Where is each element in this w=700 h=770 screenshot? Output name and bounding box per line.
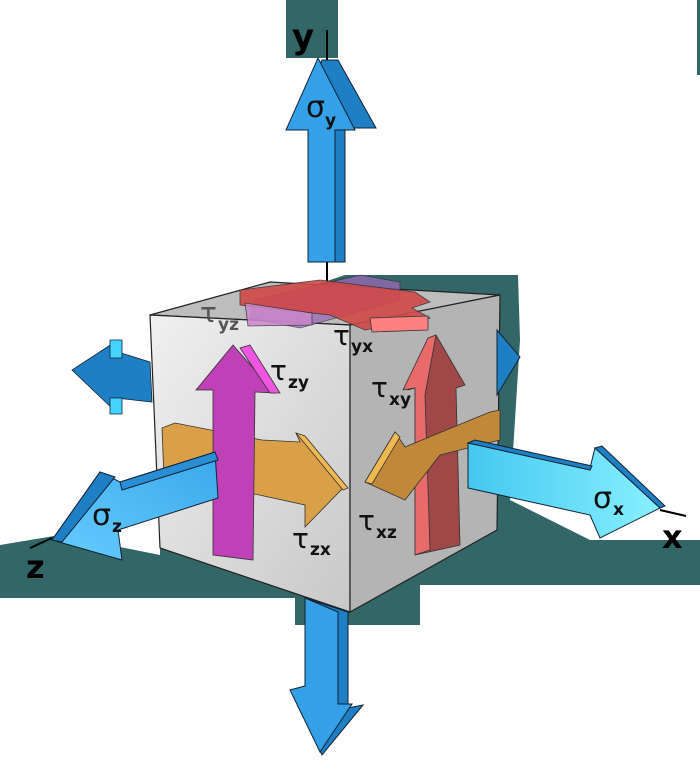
svg-text:y: y: [325, 111, 336, 131]
sigma-y-down-arrow: [289, 597, 365, 756]
sigma-x-label: σ x: [593, 481, 624, 520]
svg-text:τ: τ: [371, 371, 388, 404]
svg-text:τ: τ: [292, 522, 309, 555]
tau-yz-arrow: [244, 302, 313, 327]
z-axis-line: [29, 537, 53, 549]
tau-top-arrows: [239, 274, 432, 333]
svg-text:zy: zy: [288, 373, 309, 393]
svg-text:τ: τ: [358, 504, 375, 537]
axis-label-x: x: [662, 518, 683, 556]
tau-yx-label: τ yx: [333, 319, 373, 357]
svg-text:x: x: [613, 500, 624, 520]
svg-text:xz: xz: [376, 523, 397, 543]
svg-text:σ: σ: [92, 498, 111, 533]
svg-text:σ: σ: [593, 481, 612, 516]
svg-text:yx: yx: [351, 337, 373, 357]
sigma-x-arrow: [466, 439, 666, 539]
svg-text:z: z: [112, 517, 122, 537]
axis-label-y: y: [292, 17, 314, 57]
sigma-x-back-arrow-tip: [496, 328, 521, 397]
tau-zy-label: τ zy: [270, 354, 309, 393]
sigma-y-label: σ y: [306, 90, 336, 131]
svg-text:τ: τ: [200, 296, 217, 329]
svg-text:σ: σ: [306, 90, 325, 125]
tau-zx-label: τ zx: [292, 522, 331, 560]
tau-yz-label: τ yz: [200, 296, 239, 335]
axis-label-z: z: [26, 548, 45, 586]
tau-xz-label: τ xz: [358, 504, 397, 543]
backdrop-edge-patch: [697, 0, 700, 75]
sigma-y-arrow: [285, 56, 377, 263]
svg-text:yz: yz: [218, 315, 239, 335]
labels: y x z σ y σ x σ z τ yz τ yx τ zy τ xy: [26, 17, 683, 586]
backdrop-top-patch: [286, 0, 338, 58]
tau-xy-label: τ xy: [371, 371, 411, 410]
sigma-z-arrow: [51, 451, 219, 561]
sigma-z-label: σ z: [92, 498, 122, 537]
svg-text:τ: τ: [333, 319, 350, 352]
svg-text:τ: τ: [270, 354, 287, 387]
sigma-left-back-arrow: [71, 339, 153, 415]
tau-zy-arrow: [195, 344, 281, 561]
svg-text:zx: zx: [310, 540, 331, 560]
tau-yx-arrow-head: [369, 315, 429, 333]
svg-text:xy: xy: [389, 390, 411, 410]
x-axis-line: [659, 509, 687, 517]
